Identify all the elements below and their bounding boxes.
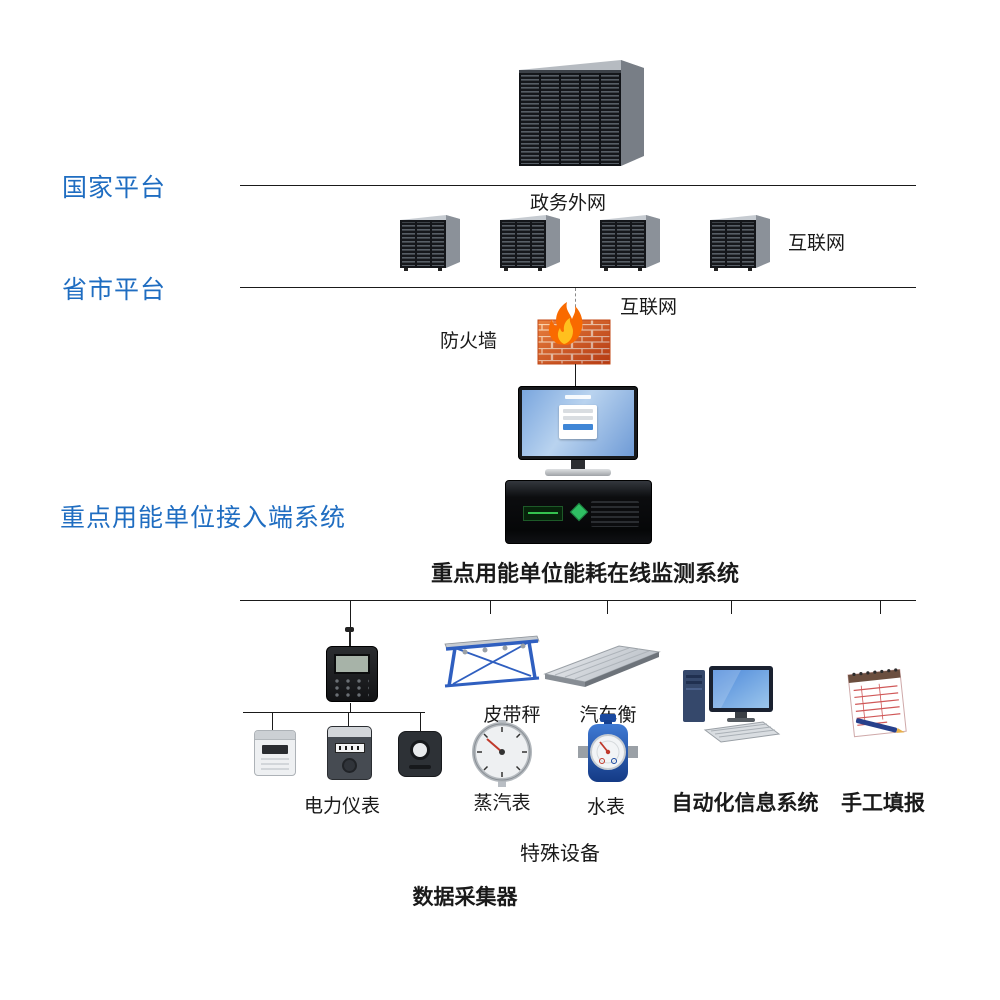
steam-meter-icon [472,720,532,787]
label-national-platform: 国家平台 [62,174,167,202]
meter2-digits [338,746,361,750]
label-internet-top: 互联网 [788,233,846,254]
provincial-server-icon-4 [710,215,770,271]
provincial-server-icon-1 [400,215,460,271]
drop-line-automation [731,600,732,614]
meter1-terminals [261,758,289,770]
meter3-dial [410,740,430,760]
login-button [563,424,593,430]
collector-antenna [349,630,351,648]
drop-line-truck-scale [607,600,608,614]
drop-line-meter-3 [420,712,421,731]
label-belt-scale: 皮带秤 [483,705,541,726]
power-meter-icon-3 [398,731,442,777]
device-bus-line [240,600,916,601]
login-username-field [563,409,593,413]
meter1-cap [255,731,295,740]
monitor-login-screen [522,390,634,456]
gov-extranet-line [240,185,916,186]
automation-system-icon [683,666,781,743]
chassis-vents [591,501,639,527]
label-firewall: 防火墙 [440,331,498,352]
login-password-field [563,416,593,420]
water-meter-icon [578,714,638,782]
provincial-server-icon-3 [600,215,660,271]
label-provincial-platform: 省市平台 [62,276,167,304]
chassis-lcd [523,506,563,521]
monitor-neck [571,460,585,469]
label-manual-entry: 手工填报 [841,792,925,815]
label-automation-system: 自动化信息系统 [671,792,819,815]
meter-bus-line [243,712,425,713]
meter2-dial [342,758,357,773]
label-data-collector: 数据采集器 [412,886,518,909]
login-logo [565,395,591,399]
drop-line-meter-2 [348,712,349,726]
label-special-equipment: 特殊设备 [520,843,600,865]
label-gov-extranet: 政务外网 [529,193,607,214]
login-card [559,405,597,439]
collector-antenna-tip [345,627,354,632]
monitor-base [545,469,611,476]
chassis-logo [569,502,588,522]
national-server-cluster-icon [519,60,644,166]
data-collector-icon [316,627,388,704]
truck-scale-icon [543,645,661,687]
flame-icon [548,302,583,345]
monitor-bezel [518,386,638,460]
internet-to-firewall-dashed-line [575,288,576,318]
label-steam-meter: 蒸汽表 [473,793,531,814]
label-monitoring-system: 重点用能单位能耗在线监测系统 [430,561,740,586]
meter3-slot [409,765,431,769]
firewall-icon [537,302,611,365]
drop-line-collector [350,600,351,631]
meter2-cap [328,727,371,737]
drop-line-belt-scale [490,600,491,614]
drop-line-meter-1 [272,712,273,730]
collector-body [326,646,378,702]
manual-entry-icon [847,668,907,738]
meter2-register [334,743,365,753]
collector-host-chassis-icon [505,480,652,544]
firewall-to-terminal-line [575,364,576,386]
collector-keypad [335,679,369,697]
belt-scale-icon [444,635,540,688]
power-meter-icon-1 [254,730,296,776]
pen-icon [855,718,905,733]
drop-line-manual [880,600,881,614]
collector-to-meter-bus-line [350,703,351,712]
meter1-display [262,745,288,754]
terminal-monitor-icon [518,386,638,476]
label-access-system: 重点用能单位接入端系统 [60,504,347,532]
power-meter-icon-2 [327,726,372,780]
label-power-meters: 电力仪表 [303,796,381,817]
internet-line [240,287,916,288]
collector-screen [334,654,370,674]
chassis-lcd-text [528,512,558,514]
label-water-meter: 水表 [586,797,626,818]
provincial-server-icon-2 [500,215,560,271]
label-internet-mid: 互联网 [620,297,678,318]
